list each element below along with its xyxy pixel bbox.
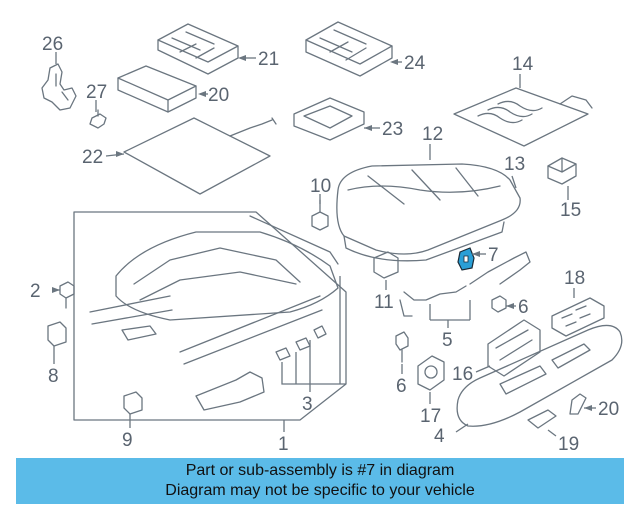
banner-line-1: Part or sub-assembly is #7 in diagram (185, 462, 455, 479)
parts-diagram: 26 27 20 21 24 23 22 14 12 13 15 10 11 7… (30, 21, 623, 455)
part-18-drawing (551, 297, 605, 337)
callout-15: 15 (560, 200, 581, 221)
callout-14: 14 (512, 54, 534, 75)
part-1-frame-drawing (73, 211, 347, 421)
arrowheads (52, 55, 592, 411)
callout-24: 23 (382, 119, 403, 140)
callout-20: 20 (598, 399, 619, 420)
callout-18: 18 (564, 268, 585, 289)
part-17-drawing (417, 355, 445, 391)
part-11-drawing (373, 251, 399, 279)
part-12-drawing (336, 163, 521, 262)
part-27-drawing (89, 109, 107, 129)
part-22-drawing (157, 23, 239, 75)
info-banner: Part or sub-assembly is #7 in diagram Di… (16, 458, 624, 504)
callout-3: 3 (302, 394, 313, 415)
callout-5: 5 (442, 330, 453, 351)
callout-10: 10 (310, 176, 331, 197)
callout-7[interactable]: 7 (488, 245, 499, 266)
callout-22: 21 (258, 49, 279, 70)
part-24-drawing (293, 97, 365, 141)
part-8-drawing (47, 321, 67, 347)
callout-17: 17 (420, 406, 441, 427)
callout-6-upper: 6 (518, 297, 529, 318)
part-9-drawing (123, 391, 143, 415)
part-23-drawing (123, 117, 277, 195)
part-19-drawing (527, 409, 557, 429)
callout-12: 12 (422, 124, 443, 145)
callout-16: 16 (452, 364, 473, 385)
callout-4: 4 (434, 426, 445, 447)
part-14-drawing (453, 87, 593, 147)
callout-labels: 26 27 20 21 24 23 22 14 12 13 15 10 11 7… (30, 34, 619, 455)
part-16-drawing (487, 319, 541, 377)
callout-25: 24 (404, 53, 426, 74)
part-1-subcomponents (121, 325, 327, 411)
leader-lines (53, 52, 596, 437)
part-20-drawing (569, 393, 587, 415)
part-10-drawing (311, 199, 329, 231)
part-21-drawing (117, 65, 197, 113)
callout-26: 26 (42, 34, 63, 55)
callout-21: 20 (208, 85, 229, 106)
callout-19: 19 (558, 434, 579, 455)
part-2-drawing (59, 281, 75, 309)
banner-line-2: Diagram may not be specific to your vehi… (165, 482, 475, 499)
callout-23: 22 (82, 147, 103, 168)
callout-8: 8 (48, 366, 59, 387)
callout-1: 1 (278, 434, 289, 455)
callout-11: 11 (374, 292, 394, 313)
part-5-harness-drawing (399, 251, 531, 317)
callout-2: 2 (30, 281, 41, 302)
callout-27: 27 (86, 82, 107, 103)
part-6-drawing (395, 295, 507, 363)
part-7-highlighted[interactable] (457, 247, 475, 271)
callout-6-lower: 6 (396, 376, 407, 397)
part-26-drawing (41, 63, 77, 111)
part-15-drawing (547, 157, 577, 185)
callout-13: 13 (504, 154, 525, 175)
callout-9: 9 (122, 430, 133, 451)
part-25-drawing (305, 21, 393, 77)
